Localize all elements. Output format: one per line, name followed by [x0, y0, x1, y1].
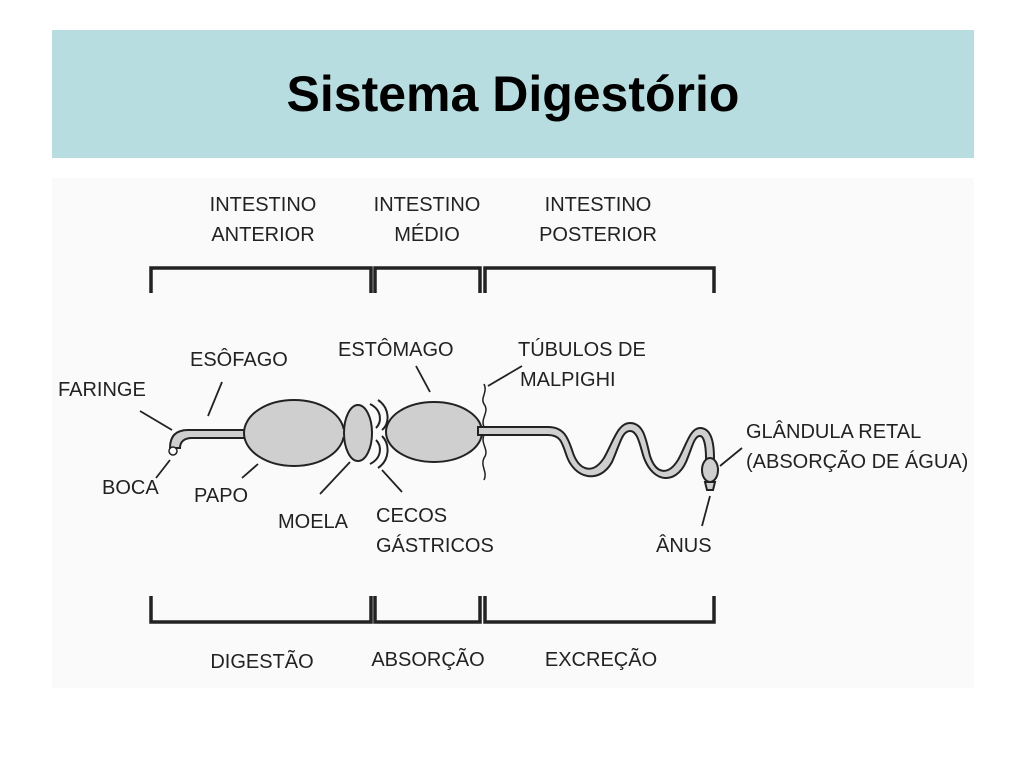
- label-moela: MOELA: [278, 511, 349, 533]
- label-faringe: FARINGE: [58, 379, 146, 401]
- label-cecos-line2: GÁSTRICOS: [376, 534, 494, 557]
- anus-tip: [703, 481, 717, 491]
- esophagus-tube: [168, 429, 249, 449]
- leader-faringe: [139, 410, 173, 431]
- leader-estomago: [415, 365, 431, 393]
- estomago-organ: [385, 401, 483, 463]
- label-esofago: ESÔFAGO: [190, 348, 288, 371]
- caeca-mark-lower: [369, 439, 381, 465]
- function-digestao: DIGESTÃO: [210, 649, 313, 673]
- tubule-upper: [482, 383, 487, 428]
- region-posterior-line2: POSTERIOR: [539, 224, 657, 246]
- caeca-mark-upper-2: [377, 399, 389, 431]
- bracket-absorcao: [373, 596, 482, 624]
- intestine-tube: [477, 421, 715, 479]
- slide-title: Sistema Digestório: [286, 66, 740, 122]
- bracket-digestao: [149, 596, 373, 624]
- region-anterior-line2: ANTERIOR: [211, 224, 314, 246]
- papo-organ: [243, 399, 345, 467]
- function-excrecao: EXCREÇÃO: [545, 647, 657, 671]
- region-medio-line1: INTESTINO: [374, 194, 481, 216]
- rectal-gland-organ: [701, 457, 719, 483]
- label-tubulos-line1: TÚBULOS DE: [518, 338, 646, 361]
- label-anus: ÂNUS: [656, 534, 712, 557]
- caeca-mark-upper: [369, 403, 381, 429]
- label-glandula-line1: GLÂNDULA RETAL: [746, 420, 921, 443]
- leader-papo: [241, 463, 259, 479]
- function-absorcao: ABSORÇÃO: [371, 647, 484, 671]
- bracket-excrecao: [483, 596, 716, 624]
- leader-tubulos: [487, 365, 523, 387]
- region-anterior-line1: INTESTINO: [210, 194, 317, 216]
- title-bar: Sistema Digestório: [52, 30, 974, 158]
- leader-lines: [139, 365, 743, 527]
- label-tubulos-line2: MALPIGHI: [520, 369, 616, 391]
- malpighian-tubules: [482, 383, 487, 481]
- label-papo: PAPO: [194, 485, 248, 507]
- label-boca: BOCA: [102, 477, 159, 499]
- digestive-system-diagram: INTESTINO ANTERIOR INTESTINO MÉDIO INTES…: [52, 178, 974, 688]
- top-brackets: [149, 266, 716, 293]
- region-medio-line2: MÉDIO: [394, 223, 460, 246]
- bracket-medio: [373, 266, 482, 293]
- tubule-lower: [482, 434, 487, 481]
- caeca-mark-lower-2: [377, 435, 389, 469]
- leader-cecos: [381, 469, 403, 493]
- digestive-tract: [168, 399, 719, 491]
- region-posterior-line1: INTESTINO: [545, 194, 652, 216]
- bottom-brackets: [149, 596, 716, 624]
- gastric-caeca: [369, 399, 389, 469]
- bracket-anterior: [149, 266, 373, 293]
- label-cecos-line1: CECOS: [376, 505, 447, 527]
- leader-moela: [319, 461, 351, 495]
- moela-organ: [343, 404, 373, 462]
- label-estomago: ESTÔMAGO: [338, 338, 454, 361]
- mouth-opening: [168, 446, 178, 456]
- leader-anus: [701, 495, 711, 527]
- label-glandula-line2: (ABSORÇÃO DE ÁGUA): [746, 449, 968, 473]
- leader-boca: [155, 459, 171, 479]
- leader-glandula: [719, 447, 743, 467]
- diagram-canvas: INTESTINO ANTERIOR INTESTINO MÉDIO INTES…: [58, 194, 968, 673]
- bracket-posterior: [483, 266, 716, 293]
- leader-esofago: [207, 381, 223, 417]
